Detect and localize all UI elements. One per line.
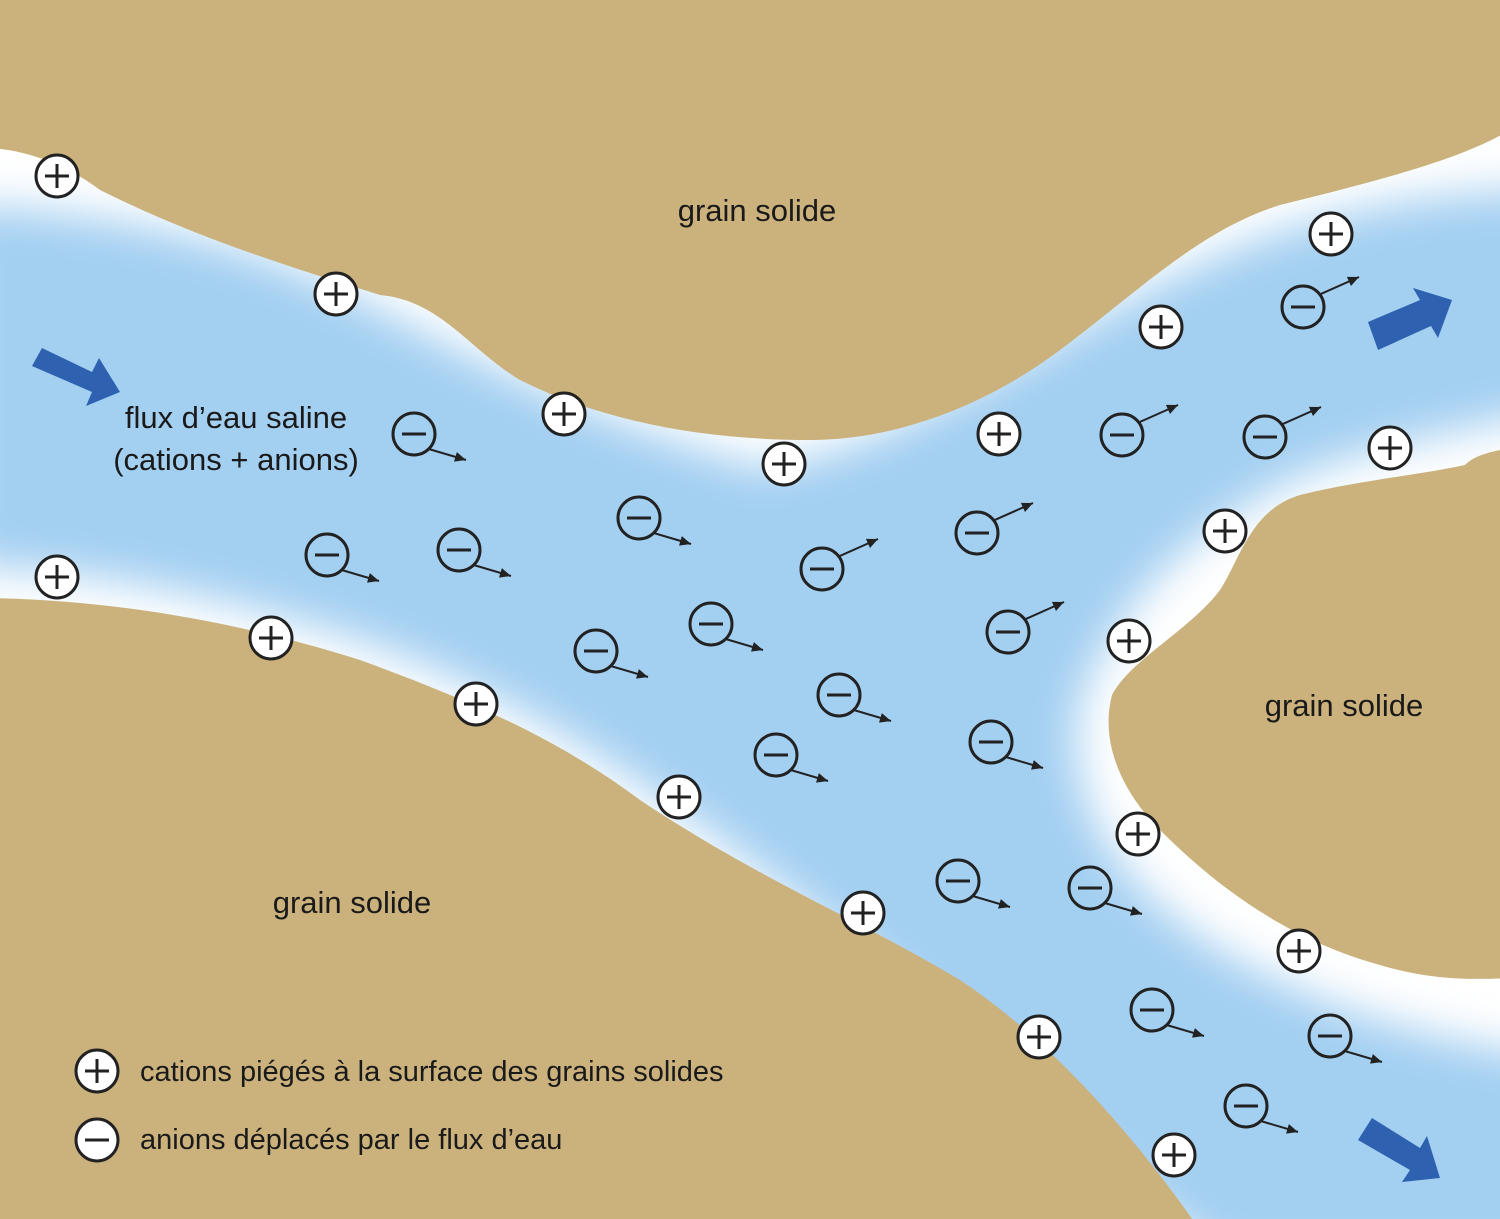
cation-plus-icon [1151,1132,1197,1178]
anion-minus-icon [1280,276,1360,330]
flow-label-line2: (cations + anions) [113,442,359,477]
legend-anion-icon [74,1117,120,1163]
cation-plus-icon [1367,425,1413,471]
cation-plus-icon [1138,304,1184,350]
legend-cation-icon [74,1048,120,1094]
flow-label-line1: flux d’eau saline [125,400,347,435]
anion-group [304,276,1383,1134]
flow-arrow-out-bottom [1358,1118,1440,1182]
anion-minus-icon [1307,1013,1383,1064]
anion-minus-icon [985,601,1065,655]
anion-minus-icon [436,527,512,578]
anion-minus-icon [935,858,1011,909]
grain-bottom-left [0,598,1193,1219]
anion-minus-icon [1223,1083,1299,1134]
anion-minus-icon [1129,987,1205,1038]
cation-plus-icon [976,411,1022,457]
cation-plus-icon [248,615,294,661]
water-core [0,191,1500,1219]
anion-minus-icon [753,732,829,783]
grain-label-right: grain solide [1265,688,1424,723]
anion-minus-icon [954,502,1034,556]
cation-plus-icon [761,441,807,487]
legend: cations piégés à la surface des grains s… [74,1048,724,1163]
legend-cation-text: cations piégés à la surface des grains s… [140,1056,724,1088]
anion-minus-icon [688,601,764,652]
cation-plus-icon [1115,811,1161,857]
cation-plus-icon [1276,928,1322,974]
anion-minus-icon [968,719,1044,770]
cation-plus-icon [1106,618,1152,664]
cation-plus-icon [1308,211,1354,257]
anion-minus-icon [304,532,380,583]
grain-right [1108,450,1500,979]
flow-arrow-in [32,348,120,406]
grain-top [0,0,1500,440]
grain-label-top: grain solide [678,193,837,228]
anion-minus-icon [573,628,649,679]
cation-plus-icon [313,271,359,317]
legend-anion-text: anions déplacés par le flux d’eau [140,1124,562,1156]
cation-plus-icon [453,681,499,727]
anion-minus-icon [799,538,879,592]
cation-plus-icon [34,554,80,600]
cation-group [34,153,1413,1178]
cation-plus-icon [1202,508,1248,554]
cation-plus-icon [1016,1014,1062,1060]
anion-minus-icon [1242,406,1322,460]
cation-plus-icon [656,774,702,820]
anion-minus-icon [391,411,467,462]
cation-plus-icon [34,153,80,199]
cation-plus-icon [840,890,886,936]
grain-label-bottom: grain solide [273,885,432,920]
anion-minus-icon [1067,865,1143,916]
anion-minus-icon [816,672,892,723]
flow-arrow-out-top [1368,288,1452,350]
anion-minus-icon [616,495,692,546]
cation-plus-icon [541,391,587,437]
anion-minus-icon [1099,404,1179,458]
